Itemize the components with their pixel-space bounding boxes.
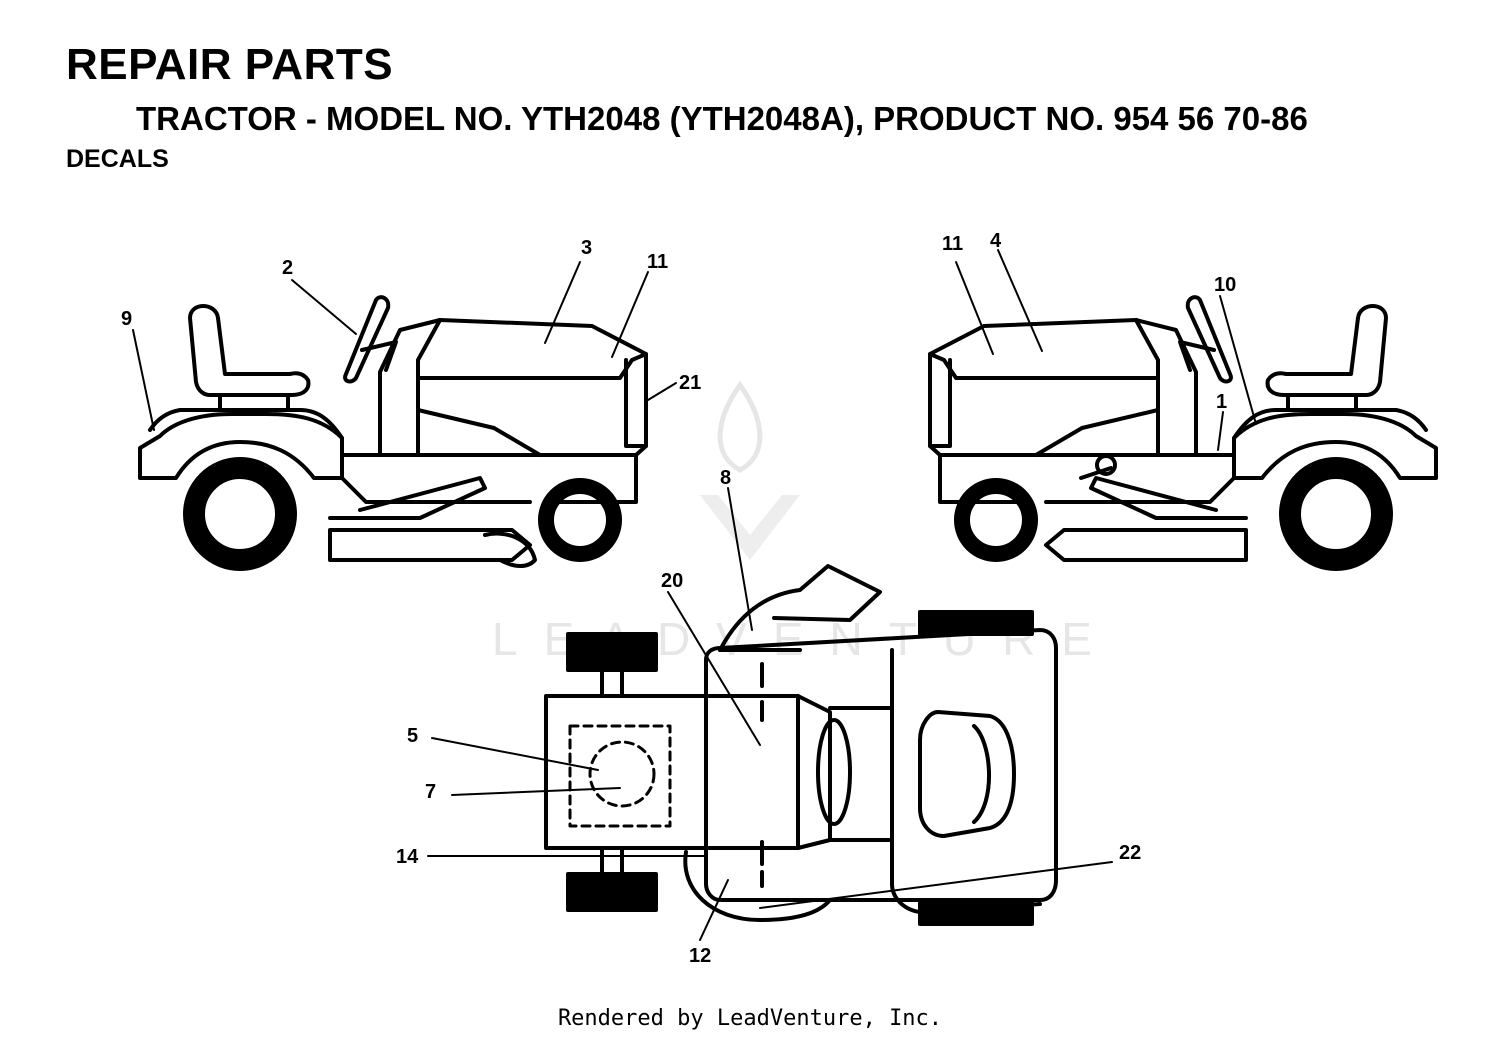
rear-wheel-top: [566, 632, 658, 672]
tractor-left-side-view: [138, 295, 648, 571]
callout-21: 21: [679, 372, 701, 394]
callout-2: 2: [282, 257, 293, 279]
callout-1: 1: [1216, 391, 1227, 413]
callout-12: 12: [689, 945, 711, 967]
model-subtitle: TRACTOR - MODEL NO. YTH2048 (YTH2048A), …: [136, 100, 1308, 137]
callout-4: 4: [990, 230, 1002, 252]
callout-22: 22: [1119, 842, 1141, 864]
callout-8: 8: [720, 467, 731, 489]
watermark-logo: [700, 380, 800, 560]
rear-wheel-bottom: [566, 872, 658, 912]
callout-labels: 9 2 3 11 21 11 4 10 1 8 20 5 7 14 22 12: [121, 230, 1236, 967]
tractor-top-view: [544, 564, 1058, 926]
callout-11-left: 11: [647, 251, 668, 273]
rendered-by-footer: Rendered by LeadVenture, Inc.: [557, 1006, 943, 1031]
callout-14: 14: [396, 846, 419, 868]
callout-7: 7: [425, 781, 436, 803]
callout-5: 5: [407, 725, 418, 747]
callout-9: 9: [121, 308, 132, 330]
callout-3: 3: [581, 237, 592, 259]
tractor-right-side-view: [928, 295, 1438, 571]
callout-11-right: 11: [942, 233, 963, 255]
callout-10: 10: [1214, 274, 1236, 296]
callout-20: 20: [661, 570, 683, 592]
section-title: DECALS: [66, 145, 169, 173]
leader-lines: [132, 249, 1257, 941]
page-title: REPAIR PARTS: [66, 40, 394, 89]
